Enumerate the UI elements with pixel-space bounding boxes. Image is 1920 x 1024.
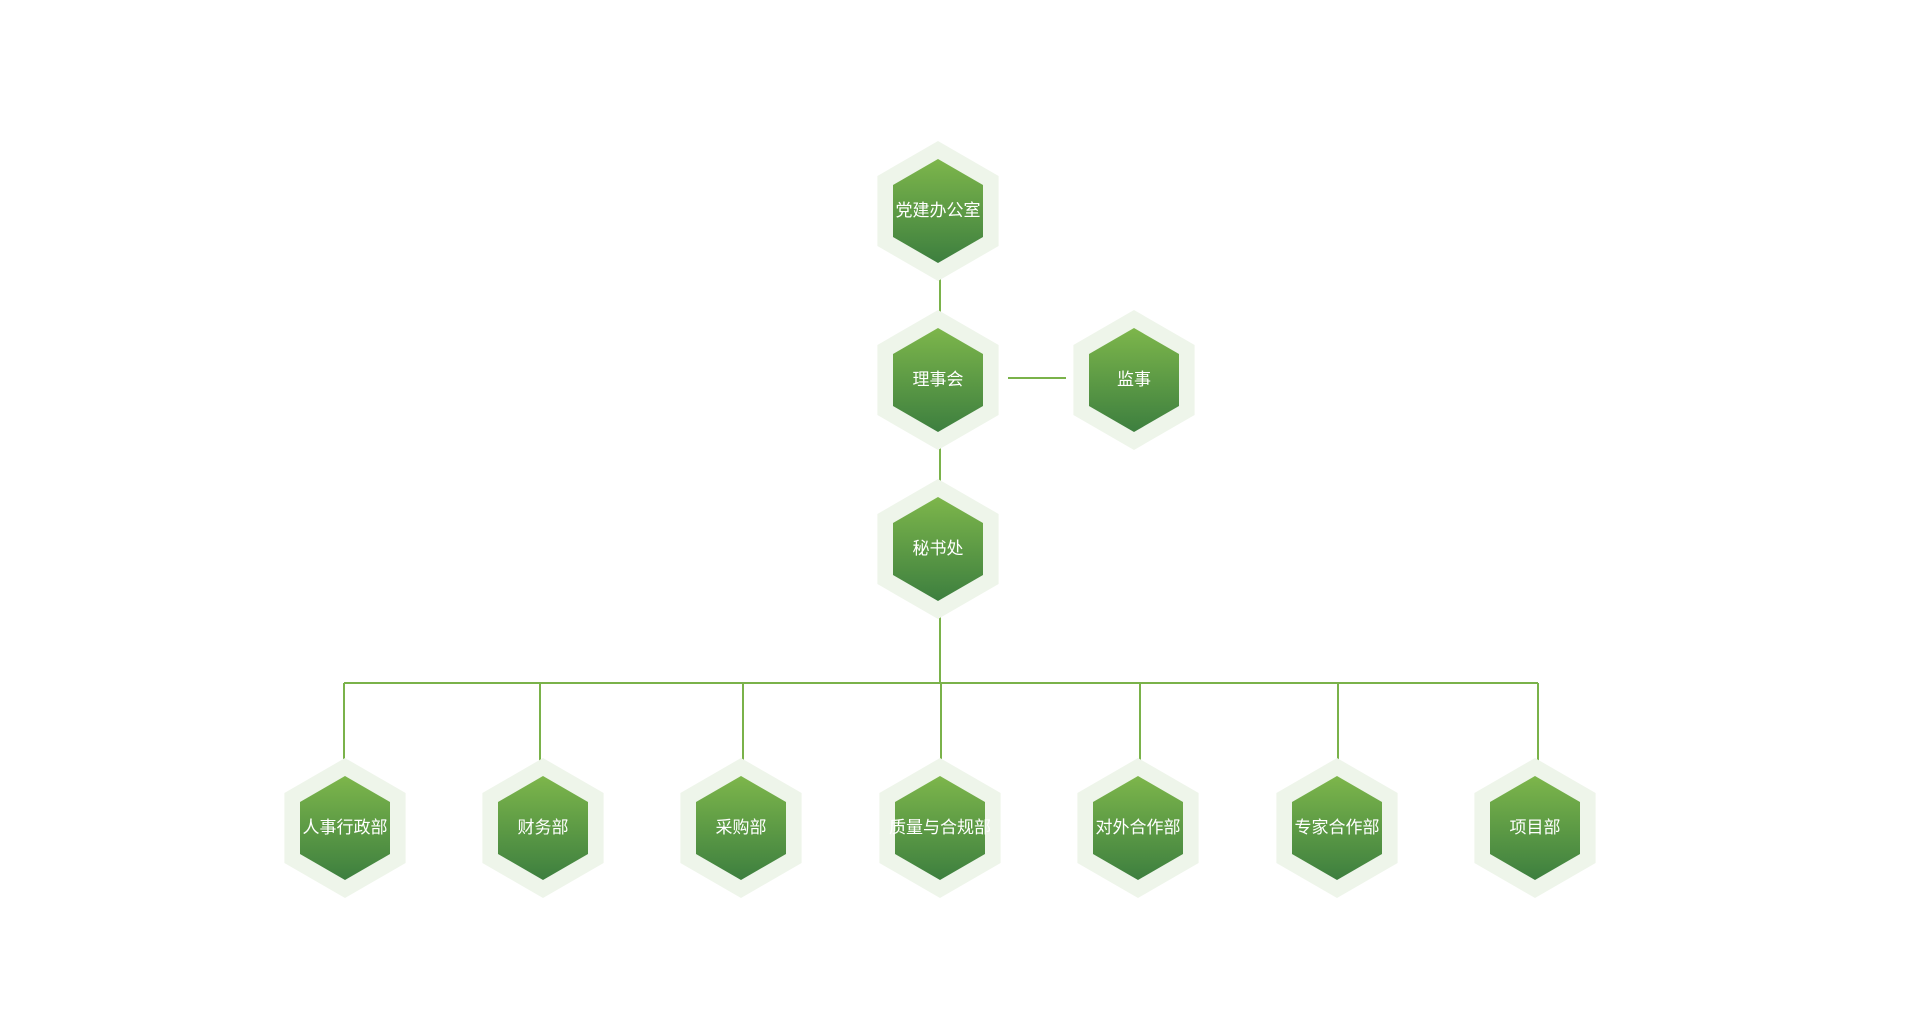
node-label: 质量与合规部	[889, 818, 991, 838]
node-label: 财务部	[518, 818, 569, 838]
node-dept-procurement: 采购部	[680, 758, 802, 898]
node-hexagon	[895, 776, 985, 880]
node-dept-expert-cooperation: 专家合作部	[1276, 758, 1398, 898]
node-hexagon	[893, 497, 983, 601]
node-hexagon	[1093, 776, 1183, 880]
node-dept-hr-admin: 人事行政部	[284, 758, 406, 898]
node-label: 理事会	[913, 370, 964, 390]
node-hexagon	[893, 159, 983, 263]
node-hexagon	[1490, 776, 1580, 880]
node-hexagon	[893, 328, 983, 432]
node-hexagon	[1292, 776, 1382, 880]
node-label: 监事	[1117, 370, 1151, 390]
node-dept-external-cooperation: 对外合作部	[1077, 758, 1199, 898]
node-hexagon	[696, 776, 786, 880]
node-label: 项目部	[1510, 818, 1561, 838]
node-dept-finance: 财务部	[482, 758, 604, 898]
node-label: 秘书处	[913, 539, 964, 559]
node-label: 党建办公室	[896, 201, 981, 221]
node-council: 理事会	[877, 310, 999, 450]
node-dept-quality-compliance: 质量与合规部	[879, 758, 1001, 898]
node-hexagon	[300, 776, 390, 880]
node-label: 人事行政部	[303, 818, 388, 838]
node-dept-projects: 项目部	[1474, 758, 1596, 898]
node-label: 采购部	[716, 818, 767, 838]
node-party-office: 党建办公室	[877, 141, 999, 281]
node-hexagon	[1089, 328, 1179, 432]
node-secretariat: 秘书处	[877, 479, 999, 619]
node-label: 对外合作部	[1096, 818, 1181, 838]
node-label: 专家合作部	[1295, 818, 1380, 838]
node-hexagon	[498, 776, 588, 880]
node-supervisor: 监事	[1073, 310, 1195, 450]
connectors	[343, 279, 1539, 762]
